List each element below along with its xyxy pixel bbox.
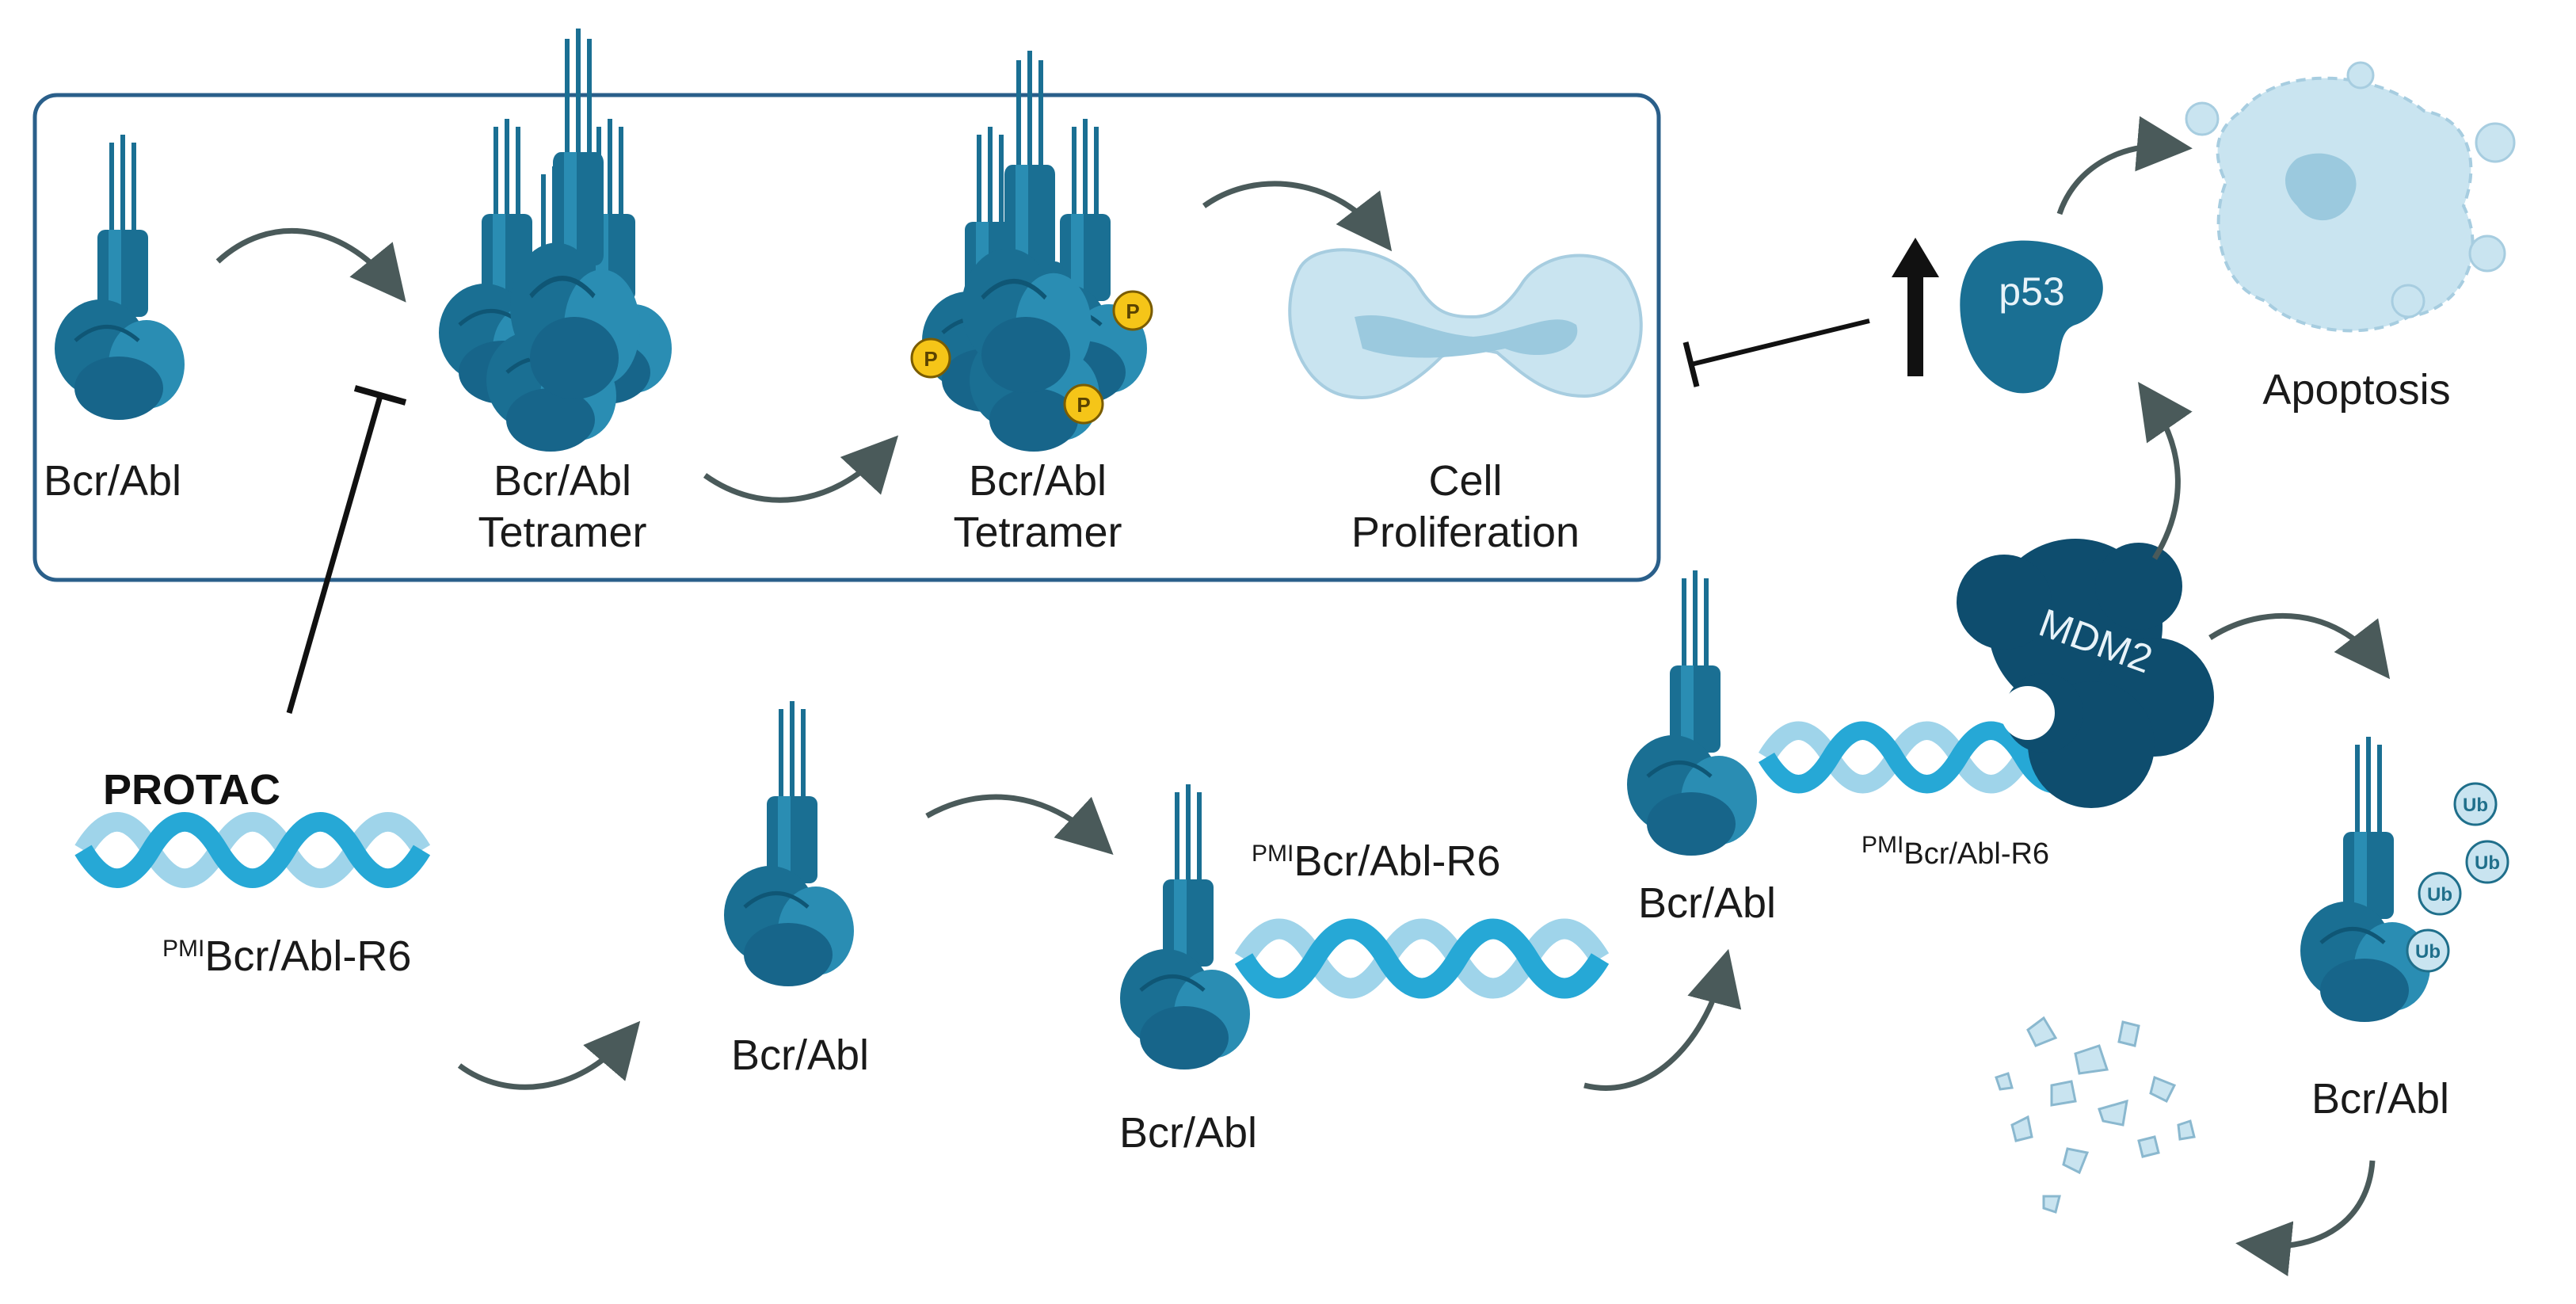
- arrow-icon: [457, 1020, 641, 1090]
- mdm2-protein-icon: [1957, 539, 2214, 808]
- p53-label: p53: [1999, 269, 2064, 314]
- apoptotic-cell-icon: [2185, 61, 2516, 333]
- svg-text:Ub: Ub: [2463, 795, 2488, 816]
- svg-text:Ub: Ub: [2415, 941, 2441, 963]
- proliferation-panel-box: [32, 93, 1661, 582]
- svg-text:Ub: Ub: [2475, 852, 2500, 874]
- complex-protac-label: PMIBcr/Abl-R6: [1252, 837, 1500, 885]
- protac-helix-icon: [83, 822, 422, 878]
- ternary-protac-label: PMIBcr/Abl-R6: [1862, 832, 2049, 871]
- arrow-icon: [703, 435, 899, 503]
- cell-label-line1: Cell: [1428, 457, 1502, 505]
- tetramer-b-label-line2: Tetramer: [953, 509, 1122, 556]
- cell-label-line2: Proliferation: [1351, 509, 1580, 556]
- bcr-abl-label-5: Bcr/Abl: [2311, 1075, 2449, 1123]
- ubiquitinated-bcr-abl-icon: [2300, 737, 2430, 1022]
- inhibition-bar-icon: [1682, 341, 1700, 387]
- bcr-abl-label-1: Bcr/Abl: [44, 457, 181, 505]
- inhibition-bar-icon: [353, 385, 407, 406]
- svg-text:P: P: [924, 347, 937, 371]
- ubiquitin-icon: Ub: [2418, 871, 2462, 916]
- p53-protein-icon: [1960, 240, 2103, 394]
- arrow-icon: [2138, 381, 2193, 560]
- arrow-icon: [2208, 613, 2391, 680]
- phosphate-icon: P: [1112, 290, 1153, 331]
- phosphate-icon: P: [910, 337, 951, 379]
- ubiquitin-icon: Ub: [2465, 840, 2509, 884]
- arrow-icon: [1202, 181, 1393, 252]
- dividing-cell-icon: [1288, 248, 1643, 399]
- ubiquitin-icon: Ub: [2453, 782, 2498, 826]
- inhibition-line-icon: [1690, 318, 1870, 367]
- apoptosis-label: Apoptosis: [2262, 366, 2450, 414]
- bcr-abl-label-2: Bcr/Abl: [731, 1031, 869, 1079]
- tetramer-a-label-line1: Bcr/Abl: [493, 457, 631, 505]
- svg-text:P: P: [1126, 299, 1139, 323]
- protac-name-label: PMIBcr/Abl-R6: [162, 932, 411, 980]
- arrow-icon: [1583, 948, 1742, 1091]
- svg-text:Ub: Ub: [2427, 884, 2452, 906]
- bcr-abl-monomer-icon: [724, 701, 854, 986]
- arrow-icon: [2235, 1160, 2376, 1276]
- ternary-complex-icon: [1627, 539, 2214, 856]
- bcr-abl-monomer-icon: [55, 135, 185, 420]
- protac-label: PROTAC: [103, 766, 280, 814]
- svg-text:P: P: [1077, 393, 1090, 417]
- degraded-fragments-icon: [1995, 1016, 2196, 1214]
- inhibition-line-icon: [286, 395, 383, 714]
- upregulation-arrowhead-icon: [1892, 238, 1939, 277]
- ubiquitin-icon: Ub: [2406, 928, 2450, 973]
- phosphate-icon: P: [1063, 383, 1104, 425]
- bcr-abl-tetramer-icon: [439, 29, 672, 452]
- tetramer-a-label-line2: Tetramer: [478, 509, 646, 556]
- phosphorylated-tetramer-icon: [922, 51, 1147, 452]
- tetramer-b-label-line1: Bcr/Abl: [969, 457, 1107, 505]
- bcr-abl-label-3: Bcr/Abl: [1119, 1109, 1257, 1157]
- arrow-icon: [2056, 116, 2193, 215]
- bcr-abl-label-4: Bcr/Abl: [1638, 879, 1776, 927]
- bcr-abl-protac-complex-icon: [1120, 784, 1600, 1070]
- arrow-icon: [215, 227, 406, 303]
- arrow-icon: [925, 794, 1114, 855]
